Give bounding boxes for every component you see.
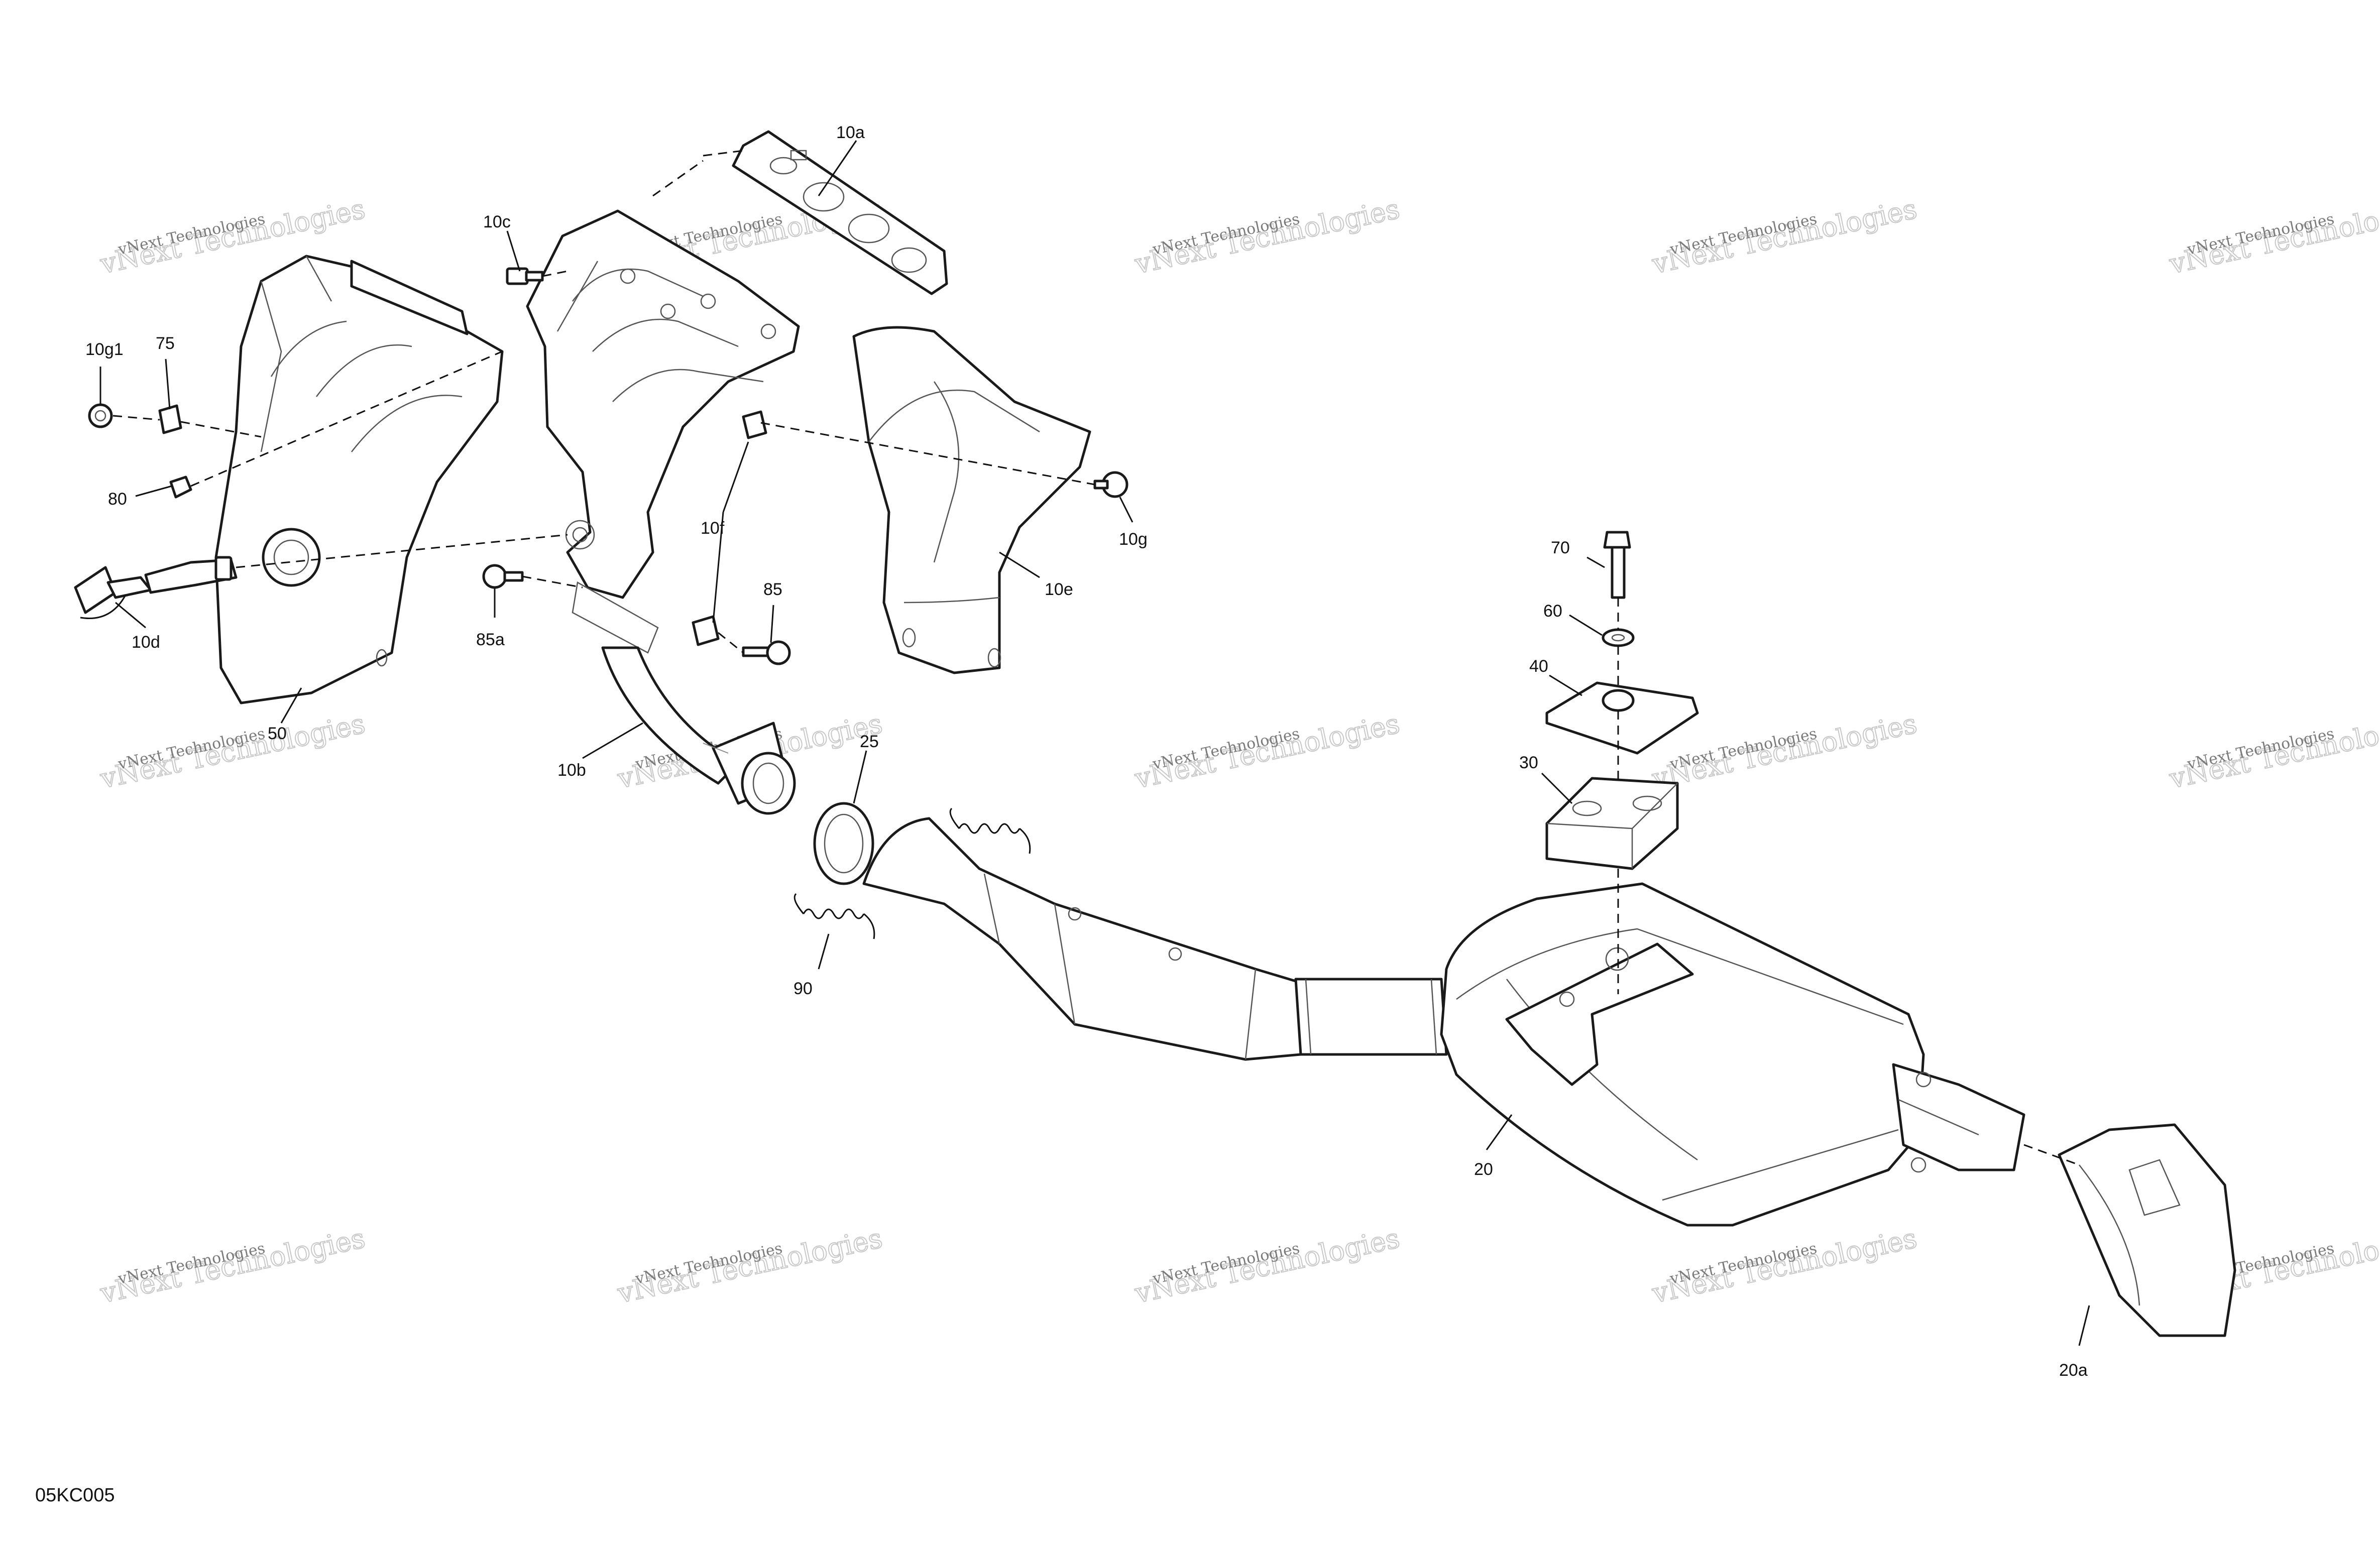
down-pipe xyxy=(601,646,796,815)
callout-70: 70 xyxy=(1551,538,1570,557)
callout-10a: 10a xyxy=(836,123,865,142)
callout-10e: 10e xyxy=(1045,580,1073,599)
callout-80: 80 xyxy=(108,490,127,509)
bracket-40 xyxy=(1545,681,1699,755)
callout-10g1: 10g1 xyxy=(85,340,124,359)
washer-60 xyxy=(1602,628,1635,647)
manifold-heat-shield xyxy=(214,255,504,704)
assembly-lines xyxy=(112,150,2080,1166)
callout-50: 50 xyxy=(268,724,287,743)
nut-10g1 xyxy=(88,403,113,428)
spring-upper xyxy=(949,807,1031,854)
muffler xyxy=(1440,882,2025,1227)
leader-lines xyxy=(99,140,2090,1346)
callout-20: 20 xyxy=(1474,1160,1493,1179)
callout-10b: 10b xyxy=(557,761,586,780)
callout-labels: 10a 10c 10g1 75 80 10d 50 85a 10b 10f 85… xyxy=(85,123,2088,1380)
nut-80 xyxy=(169,476,192,499)
bolt-10g xyxy=(1093,471,1128,498)
callout-60: 60 xyxy=(1543,602,1562,621)
callout-75: 75 xyxy=(156,334,175,353)
tail-heat-shield xyxy=(2058,1123,2236,1337)
callout-85a: 85a xyxy=(476,630,505,649)
bolt-70 xyxy=(1603,531,1631,599)
callout-40: 40 xyxy=(1529,657,1548,676)
rubber-mount-30 xyxy=(1545,777,1679,870)
bolt-10c xyxy=(506,267,544,285)
callout-30: 30 xyxy=(1519,753,1538,772)
spring-lower xyxy=(794,893,875,939)
catalytic-pipe xyxy=(862,817,1448,1061)
callout-85: 85 xyxy=(763,580,782,599)
callout-10g: 10g xyxy=(1119,530,1148,549)
bolt-85 xyxy=(742,640,791,665)
callout-90: 90 xyxy=(794,979,813,998)
clip-10f xyxy=(692,410,767,646)
manifold-heat-shield-right xyxy=(852,326,1091,674)
callout-10c: 10c xyxy=(483,212,511,231)
bolt-85a xyxy=(482,564,524,589)
manifold-gasket xyxy=(732,130,948,295)
oxygen-sensor xyxy=(74,556,238,619)
callout-10d: 10d xyxy=(132,633,160,652)
callout-20a: 20a xyxy=(2059,1361,2088,1380)
figure-id: 05KC005 xyxy=(35,1485,115,1506)
callout-25: 25 xyxy=(860,732,879,751)
callout-10f: 10f xyxy=(701,519,725,538)
pipe-gasket-ring xyxy=(813,802,874,885)
clip-75 xyxy=(158,404,182,434)
